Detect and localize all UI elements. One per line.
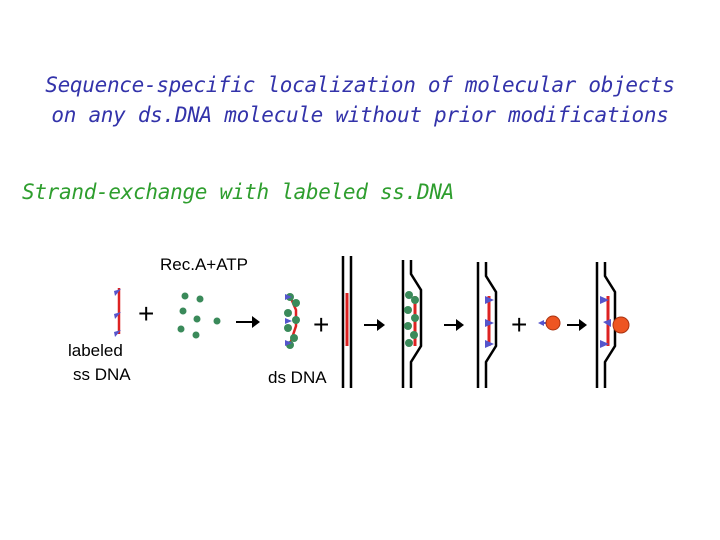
ssdna-label-line-1: labeled (68, 341, 123, 360)
subtitle: Strand-exchange with labeled ss.DNA (22, 180, 455, 204)
dsdna-target (341, 256, 353, 388)
title-line-2: on any ds.DNA molecule without prior mod… (51, 103, 669, 127)
reca-atp-label: Rec.A+ATP (160, 255, 249, 274)
labeled-d-loop (476, 262, 498, 388)
dsdna-label: ds DNA (268, 368, 327, 387)
ssdna-label-line-2: ss DNA (73, 365, 131, 384)
arrow-icon (444, 319, 464, 331)
arrow-icon (364, 319, 385, 331)
molecular-object (538, 315, 561, 331)
localized-object-complex (595, 262, 630, 388)
arrow-icon (236, 316, 260, 328)
title-line-1: Sequence-specific localization of molecu… (45, 73, 675, 97)
labeled-ssdna (114, 288, 121, 337)
nucleoprotein-filament (284, 293, 300, 349)
page-title: Sequence-specific localization of molecu… (0, 70, 720, 130)
synaptic-complex (401, 260, 423, 388)
reca-proteins (177, 292, 221, 339)
plus-sign: + (511, 309, 527, 340)
plus-sign: + (138, 298, 154, 329)
arrow-icon (567, 319, 587, 331)
plus-sign: + (313, 309, 329, 340)
